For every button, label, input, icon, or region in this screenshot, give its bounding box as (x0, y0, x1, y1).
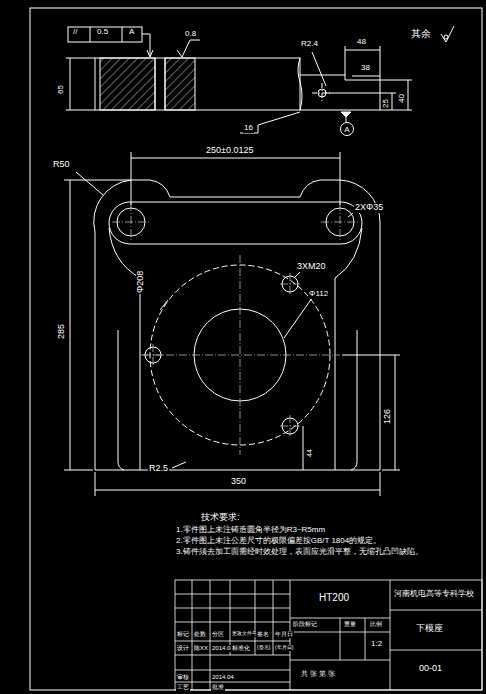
dimension-label: (年月日) (274, 645, 294, 651)
dimension-label: 标准化 (231, 645, 251, 652)
dimension-label: 2.零件图上未注公差尺寸的极限偏差按GB/T 1804的规定。 (175, 537, 382, 546)
dimension-label: Φ112 (308, 290, 329, 299)
sheet-border (30, 8, 482, 690)
dimension-label: 陈XX (193, 645, 209, 652)
dimension-label: 下模座 (415, 624, 444, 634)
dimension-label: 河南机电高等专科学校 (393, 590, 475, 599)
datum-circle: A (340, 122, 354, 136)
dimension-label: (签名) (256, 645, 271, 651)
dimension-label: 2014.04. (211, 674, 236, 681)
dimension-label: 阶段标记 (292, 621, 318, 628)
dimension-label: 285 (57, 323, 67, 340)
dimension-label: 比例 (369, 621, 383, 628)
dimension-label: 126 (383, 408, 393, 425)
dimension-label: 40 (398, 93, 407, 104)
dimension-label: 16 (243, 124, 254, 133)
dimension-label: R50 (52, 160, 71, 170)
dimension-label: 3XM20 (296, 262, 327, 272)
dimension-label: 共 张 第 张 (300, 670, 336, 678)
dimension-label: R2.4 (300, 40, 319, 49)
dimension-label: HT200 (318, 592, 350, 603)
dimension-label: 350 (230, 477, 247, 487)
dimension-label: 重量 (343, 621, 357, 628)
dimension-label: 44 (306, 448, 314, 458)
dimension-label: 工艺 (176, 684, 190, 691)
dimension-label: 技术要求: (200, 513, 241, 523)
dimension-label: A (128, 28, 135, 37)
dimension-label: 设计 (176, 645, 190, 652)
dimension-label: 签名 (256, 631, 270, 638)
dimension-label: 0.5 (96, 28, 109, 37)
dimension-label: 48 (356, 38, 367, 47)
dimension-label: 审核 (176, 674, 190, 681)
dimension-label: // (72, 28, 78, 37)
section-view (66, 26, 454, 133)
dimension-label: 38 (360, 64, 371, 73)
dimension-label: 00-01 (418, 664, 443, 674)
dimension-label: 3.铸件须去加工面需经时效处理，表面应光滑平整，无缩孔凸凹缺陷。 (175, 548, 424, 557)
dimension-label: 2XΦ35 (354, 203, 384, 213)
datum-letter: A (344, 125, 349, 134)
dimension-label: 65 (57, 84, 66, 95)
dimension-label: 250±0.0125 (205, 146, 254, 156)
dimension-label: 1:2 (370, 640, 383, 649)
dimension-label: Φ208 (136, 270, 146, 294)
front-view (64, 152, 400, 496)
title-block (175, 580, 482, 690)
dimension-label: 分区 (211, 631, 225, 638)
dimension-label: R2.5 (148, 464, 169, 474)
dimension-label: 处数 (193, 631, 207, 638)
dimension-label: 25 (382, 98, 391, 109)
dimension-label: 批准 (211, 684, 225, 691)
dimension-label: 标记 (176, 631, 190, 638)
dimension-label: 0.8 (184, 30, 197, 39)
dimension-label: 更改文件号 (231, 631, 258, 637)
dimension-label: 年月日 (274, 631, 294, 638)
dimension-label: 1.零件图上未注铸造圆角半径为R3~R5mm (175, 526, 326, 535)
dimension-label: 其余 (410, 28, 432, 39)
